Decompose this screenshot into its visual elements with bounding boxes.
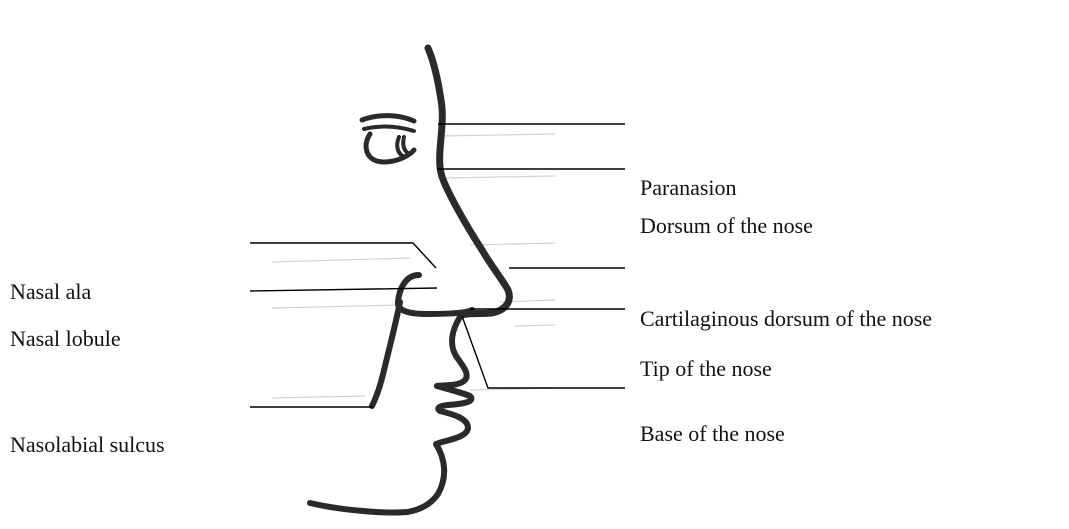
nasal-ala-leader (250, 243, 436, 268)
nose-profile-line (428, 48, 509, 315)
paper-line (272, 305, 400, 308)
paper-line (445, 176, 555, 178)
eye-crease (364, 127, 414, 131)
chin-line (310, 411, 468, 513)
dorsum-label: Dorsum of the nose (640, 213, 813, 239)
paper-line (440, 134, 555, 136)
nasal-lobule-label: Nasal lobule (10, 326, 121, 352)
upper-lip-line (437, 317, 467, 386)
nasal-ala-label: Nasal ala (10, 279, 91, 305)
leader-lines-left (250, 243, 437, 407)
paper-line (272, 396, 365, 398)
cheek-line (372, 302, 400, 406)
paper-line (515, 325, 555, 326)
face-profile-sketch (310, 48, 509, 513)
paranasion-label: Paranasion (640, 175, 737, 201)
nasolabial-sulcus-label: Nasolabial sulcus (10, 432, 165, 458)
leader-lines-right (437, 124, 625, 388)
paper-lines (272, 134, 555, 398)
nasal-lobule-leader (250, 288, 437, 291)
paper-line (272, 258, 410, 262)
base-leader (462, 316, 625, 388)
lips-line (437, 386, 471, 411)
cartilaginous-dorsum-label: Cartilaginous dorsum of the nose (640, 306, 932, 332)
base-label: Base of the nose (640, 421, 785, 447)
tip-label: Tip of the nose (640, 356, 772, 382)
nasal-ala-line (398, 275, 472, 314)
eye-upper-lid (362, 116, 414, 121)
eye-iris (397, 137, 410, 157)
